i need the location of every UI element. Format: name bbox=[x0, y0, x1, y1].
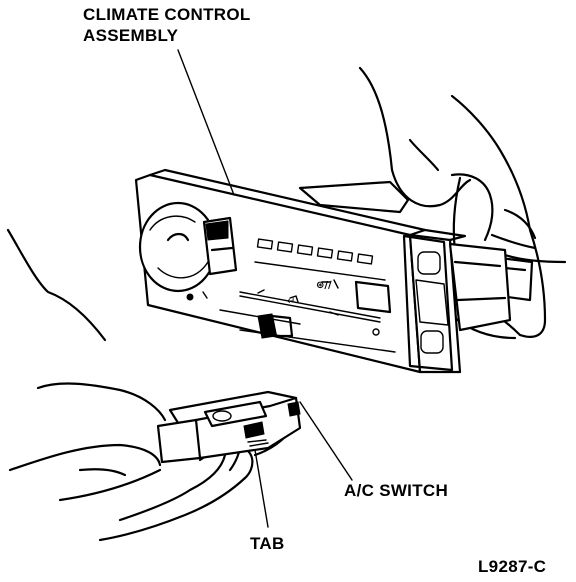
label-climate-control: CLIMATE CONTROL bbox=[83, 5, 251, 24]
leader-ac-switch bbox=[299, 401, 353, 481]
button-slot-row bbox=[256, 238, 374, 265]
leader-tab bbox=[254, 449, 269, 528]
label-tab: TAB bbox=[250, 534, 285, 553]
leader-assembly bbox=[177, 49, 235, 196]
leader-lines bbox=[177, 49, 353, 528]
ac-switch-drawing bbox=[156, 390, 302, 464]
climate-control-assembly-drawing bbox=[134, 168, 512, 374]
mode-marking: ⊛/∕ bbox=[316, 280, 332, 291]
label-ac-switch: A/C SWITCH bbox=[344, 481, 449, 500]
temp-marking: ↵ bbox=[287, 296, 296, 307]
figure-id: L9287-C bbox=[478, 557, 547, 576]
label-assembly: ASSEMBLY bbox=[83, 26, 179, 45]
